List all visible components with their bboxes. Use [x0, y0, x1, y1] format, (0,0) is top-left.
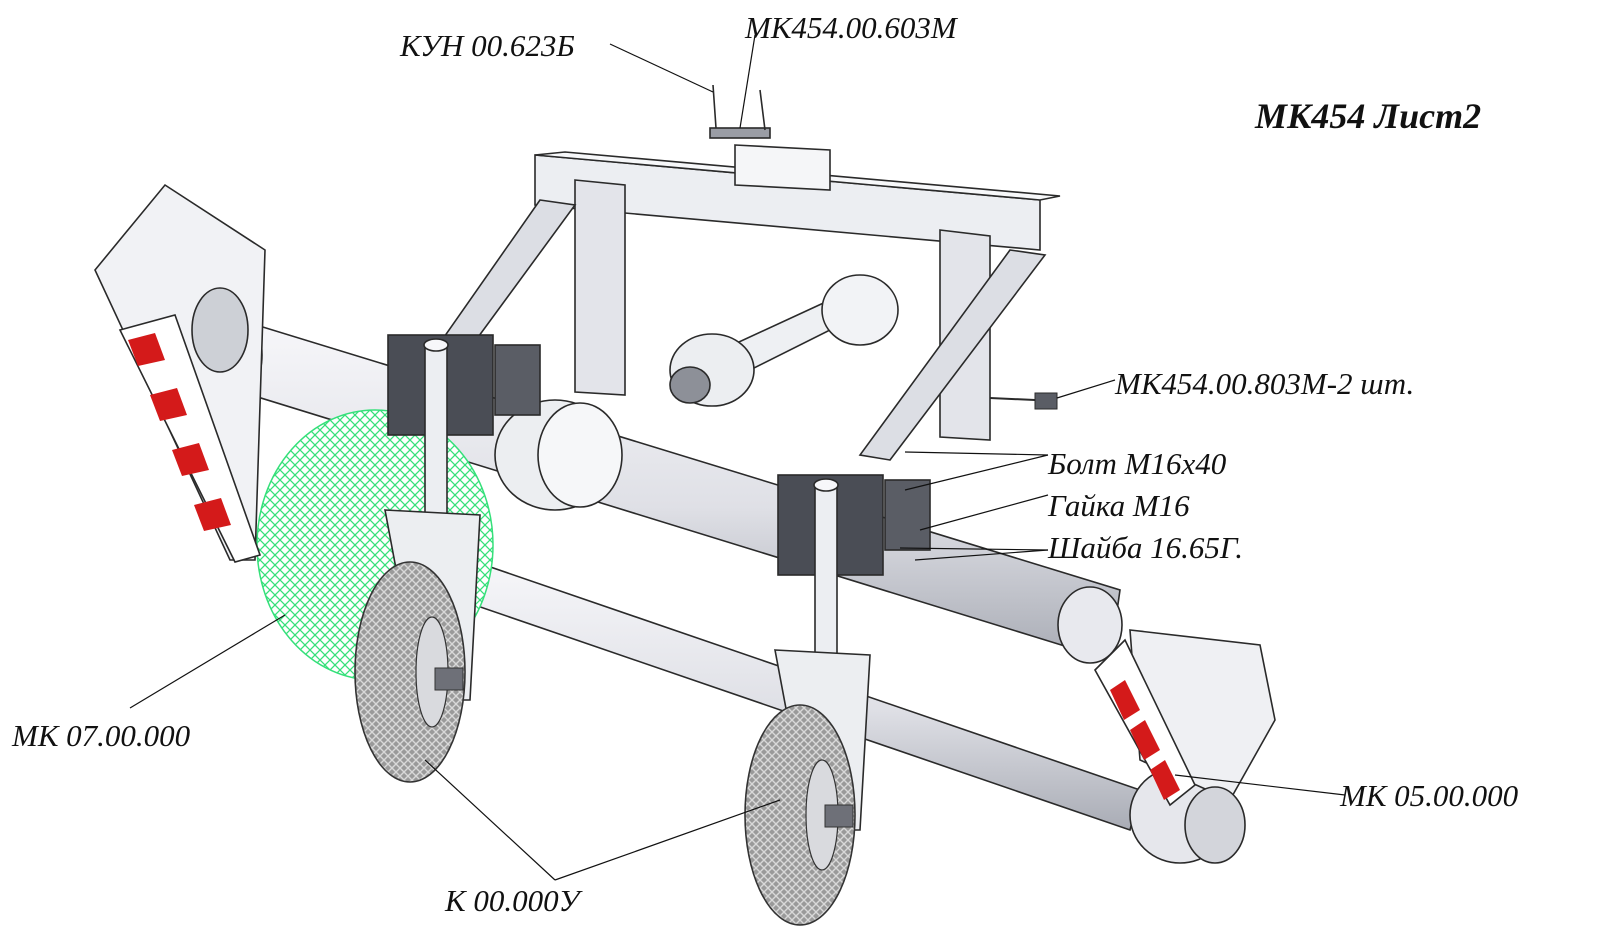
leader-nut [919, 494, 1049, 531]
wheel-right [744, 704, 856, 926]
left-cover [94, 183, 266, 563]
leader-cover [1174, 774, 1346, 796]
wheel-left [354, 561, 466, 783]
left-warning-stripes [128, 333, 231, 531]
label-washer: Шайба 16.65Г. [1048, 530, 1243, 565]
label-pin-top: МК454.00.603М [745, 10, 957, 45]
sheet-title: МК454 Лист2 [1255, 96, 1482, 136]
leader-pin-top [739, 34, 756, 129]
leader-kun [609, 43, 714, 93]
bracket-right [777, 474, 931, 656]
leader-bolt [904, 451, 1049, 456]
leader-bolt-2 [904, 454, 1049, 491]
leader-wheel-right [554, 799, 781, 881]
leader-lines [129, 34, 1346, 881]
label-nut: Гайка М16 [1048, 488, 1190, 523]
leader-brush [129, 614, 286, 709]
leader-washer [899, 547, 1049, 551]
label-pin-side: МК454.00.803М-2 шт. [1115, 366, 1415, 401]
label-wheels: К 00.000У [445, 883, 580, 918]
leader-washer-2 [914, 549, 1049, 561]
label-cover: МК 05.00.000 [1340, 778, 1519, 813]
label-brush: МК 07.00.000 [12, 718, 191, 753]
hitch-frame [433, 84, 1061, 461]
leader-wheel-left [424, 759, 556, 881]
right-warning-stripes [1110, 680, 1180, 800]
label-kun: КУН 00.623Б [400, 28, 575, 63]
label-bolt: Болт М16х40 [1048, 446, 1227, 481]
bracket-left [387, 334, 541, 526]
leader-pin-side [1056, 379, 1116, 399]
pto-shaft [669, 274, 899, 407]
right-cover [1094, 629, 1276, 864]
side-pin [989, 392, 1058, 410]
